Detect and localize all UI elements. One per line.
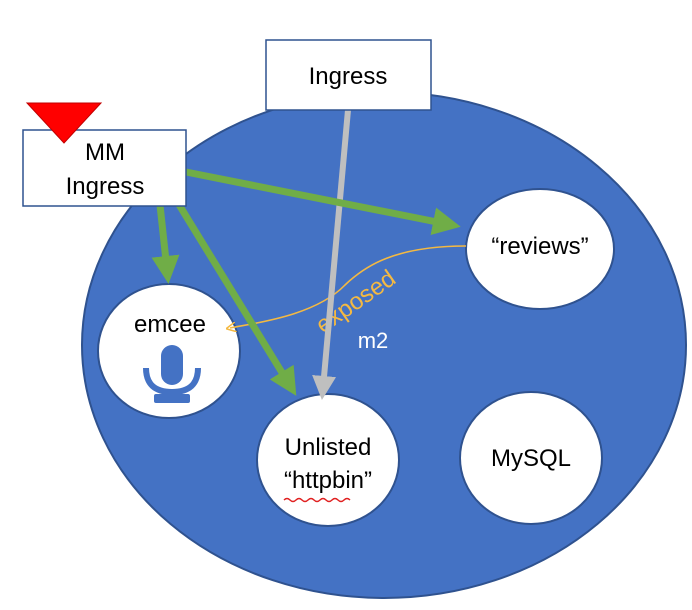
cluster-label: m2 [358, 328, 389, 353]
node-emcee[interactable]: emcee [97, 283, 241, 419]
reviews-label: “reviews” [491, 233, 588, 260]
httpbin-label-line2: “httpbin” [284, 467, 372, 494]
node-mm-ingress[interactable]: MM Ingress [22, 129, 187, 207]
ingress-label: Ingress [309, 63, 388, 90]
node-httpbin[interactable]: Unlisted “httpbin” [256, 393, 400, 527]
edge-mm-emcee [151, 204, 180, 284]
mm-ingress-label-line2: Ingress [66, 173, 145, 200]
edge-mm-httpbin [175, 201, 297, 396]
spellcheck-squiggle [283, 497, 351, 503]
edge-exposed [230, 245, 467, 328]
httpbin-label-line1: Unlisted [285, 434, 372, 461]
node-ingress[interactable]: Ingress [265, 39, 432, 111]
red-triangle-marker-icon [25, 102, 103, 144]
edge-mm-reviews [185, 168, 461, 235]
edge-ingress-httpbin [312, 109, 351, 400]
mm-ingress-label-line1: MM [85, 139, 125, 166]
node-reviews[interactable]: “reviews” [465, 188, 615, 310]
emcee-label: emcee [134, 311, 206, 338]
mysql-label: MySQL [491, 445, 571, 472]
node-mysql[interactable]: MySQL [459, 391, 603, 525]
microphone-icon [143, 345, 201, 403]
